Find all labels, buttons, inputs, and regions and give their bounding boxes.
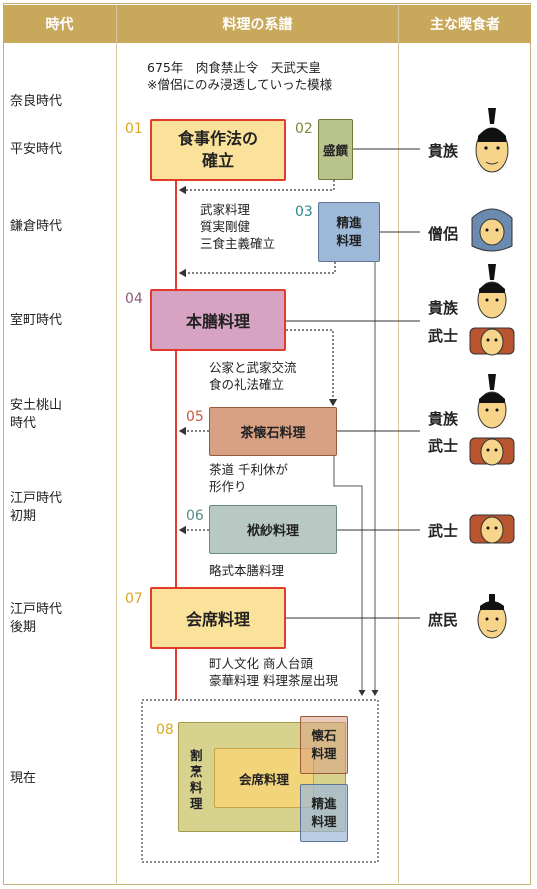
node-number-04: 04	[125, 291, 143, 307]
note-edo-early: 略式本膳料理	[209, 563, 285, 578]
noble-icon	[475, 108, 509, 173]
eater-kamakura: 僧侶	[428, 225, 459, 243]
header-lineage: 料理の系譜	[117, 5, 398, 43]
node-shojin: 精進 料理	[318, 202, 380, 262]
present-kappo-label: 割 烹 料 理	[190, 748, 203, 811]
era-kamakura: 鎌倉時代	[10, 219, 63, 234]
node-number-05: 05	[186, 409, 204, 425]
era-azuchi: 安土桃山 時代	[10, 398, 63, 431]
node-number-03: 03	[295, 204, 313, 220]
samurai-icon	[469, 327, 515, 356]
diagram-frame	[3, 3, 531, 885]
eater-azuchi-kizoku: 貴族	[428, 410, 459, 428]
noble-icon	[477, 374, 507, 429]
node-number-07: 07	[125, 591, 143, 607]
node-number-08: 08	[156, 722, 174, 738]
node-fukusa: 袱紗料理	[209, 505, 337, 554]
present-cha-kaiseki: 懐石 料理	[300, 716, 348, 774]
era-nara: 奈良時代	[10, 94, 63, 109]
eater-muromachi-bushi: 武士	[428, 327, 459, 345]
noble-icon	[477, 264, 507, 319]
eater-azuchi-bushi: 武士	[428, 437, 459, 455]
node-honzen: 本膳料理	[150, 289, 286, 351]
eater-heian: 貴族	[428, 142, 459, 160]
era-edo-late: 江戸時代 後期	[10, 602, 63, 635]
note-edo-late: 町人文化 商人台頭 豪華料理 料理茶屋出現	[209, 656, 338, 688]
eater-edo-late: 庶民	[428, 611, 459, 629]
era-muromachi: 室町時代	[10, 313, 63, 328]
column-divider	[398, 5, 399, 883]
monk-icon	[471, 208, 513, 252]
node-number-01: 01	[125, 121, 143, 137]
header-era: 時代	[3, 5, 116, 43]
era-heian: 平安時代	[10, 142, 63, 157]
node-seisen-label: 盛饌	[322, 143, 348, 158]
node-cha-kaiseki: 茶懐石料理	[209, 407, 337, 456]
node-number-02: 02	[295, 121, 313, 137]
column-divider	[116, 5, 117, 883]
note-azuchi: 茶道 千利休が 形作り	[209, 462, 288, 494]
note-muromachi: 公家と武家交流 食の礼法確立	[209, 360, 297, 392]
era-edo-early: 江戸時代 初期	[10, 491, 63, 524]
header-eaters: 主な喫食者	[399, 5, 531, 43]
node-shokuji-saho: 食事作法の 確立	[150, 119, 286, 181]
present-kaiseki: 会席料理	[214, 748, 314, 808]
node-seisen	[318, 119, 353, 180]
commoner-icon	[477, 594, 507, 639]
node-kaiseki: 会席料理	[150, 587, 286, 649]
note-kamakura: 武家料理 質実剛健 三食主義確立	[200, 202, 276, 251]
eater-edo-early: 武士	[428, 522, 459, 540]
samurai-icon	[469, 514, 515, 544]
samurai-icon	[469, 437, 515, 466]
note-nara: 675年 肉食禁止令 天武天皇 ※僧侶にのみ浸透していった模様	[147, 60, 333, 92]
node-number-06: 06	[186, 508, 204, 524]
eater-muromachi-kizoku: 貴族	[428, 299, 459, 317]
era-present: 現在	[10, 771, 37, 786]
present-shojin: 精進 料理	[300, 784, 348, 842]
